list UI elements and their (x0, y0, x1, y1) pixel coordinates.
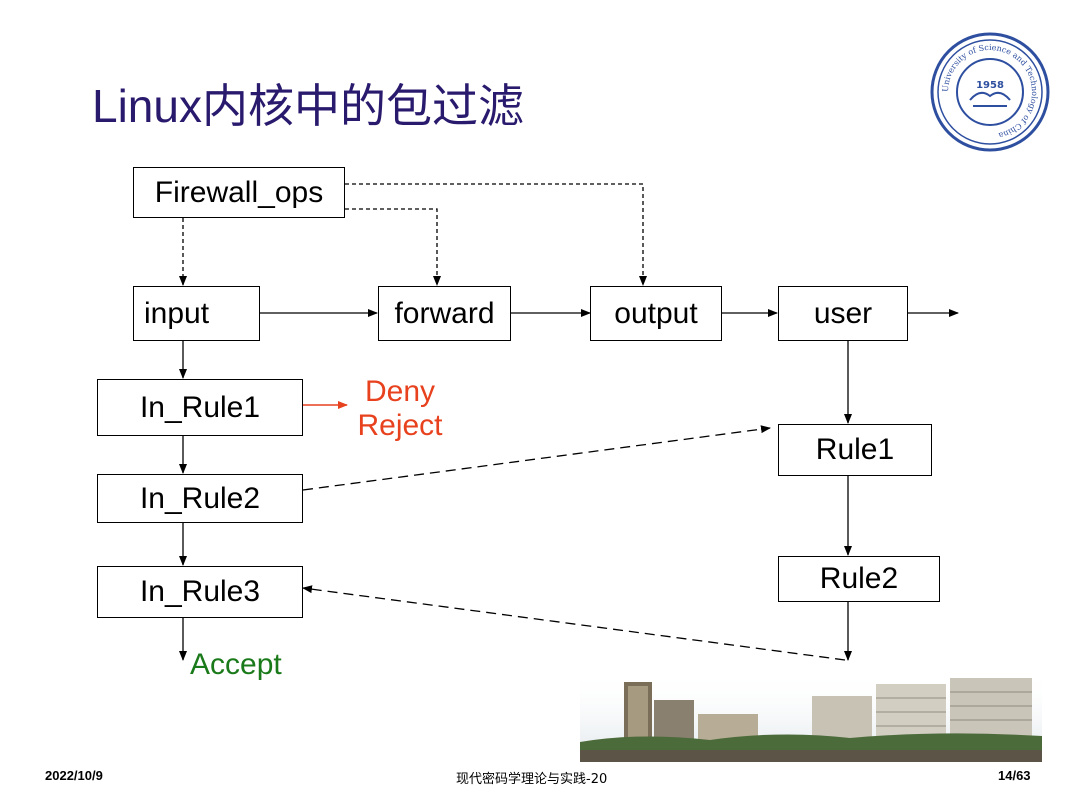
university-logo: University of Science and Technology of … (930, 32, 1050, 152)
outcome-reject: Reject (357, 409, 443, 442)
campus-photo (580, 670, 1042, 762)
node-user: user (778, 286, 908, 341)
logo-year: 1958 (976, 80, 1004, 91)
outcome-deny-reject: Deny Reject (345, 375, 455, 443)
footer-date: 2022/10/9 (45, 768, 103, 783)
page-title: Linux内核中的包过滤 (92, 80, 524, 132)
footer-page-number: 14/63 (998, 768, 1031, 783)
node-rule1: Rule1 (778, 424, 932, 476)
node-in-rule2: In_Rule2 (97, 474, 303, 523)
footer-course: 现代密码学理论与实践-20 (456, 772, 608, 787)
dashed-inrule2-to-rule1 (302, 425, 771, 491)
node-firewall-ops: Firewall_ops (133, 167, 345, 218)
dotted-ops-to-forward (345, 208, 441, 286)
outcome-deny: Deny (364, 375, 436, 408)
node-rule2: Rule2 (778, 556, 940, 602)
node-forward: forward (378, 286, 511, 341)
node-in-rule1: In_Rule1 (97, 379, 303, 436)
outcome-accept: Accept (190, 648, 282, 681)
dotted-ops-to-output (345, 183, 647, 286)
node-output: output (590, 286, 722, 341)
dashed-rule2-to-inrule3 (302, 585, 846, 661)
node-in-rule3: In_Rule3 (97, 566, 303, 618)
node-input: input (133, 286, 260, 341)
